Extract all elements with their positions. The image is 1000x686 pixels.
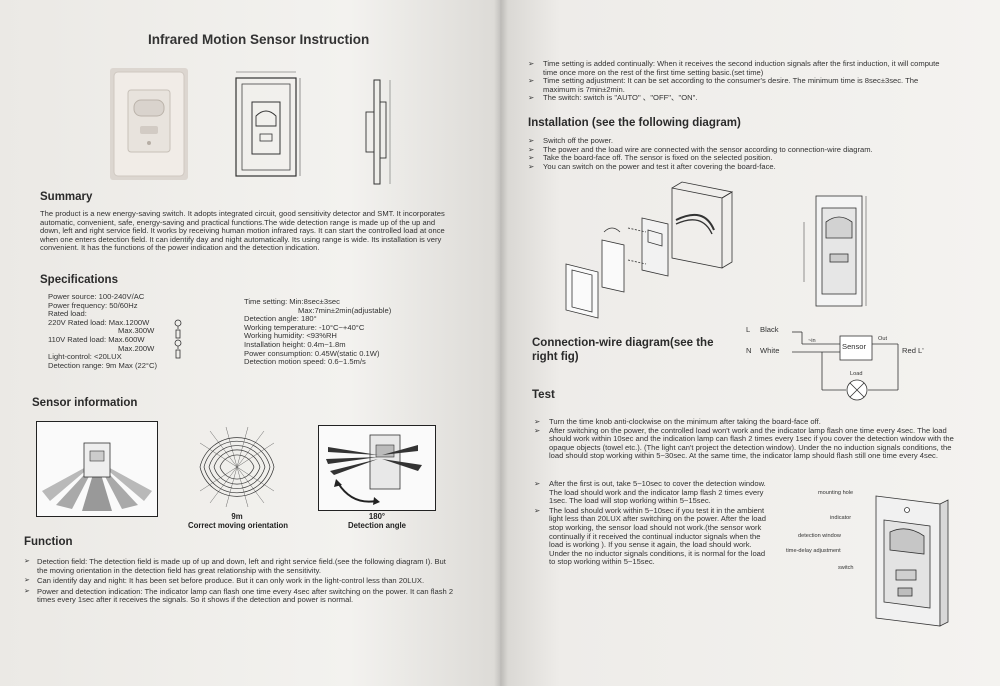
spec-working-humidity: Working humidity: <93%RH bbox=[244, 331, 337, 341]
time-setting-item: The switch: switch is "AUTO" 、"OFF"、"ON"… bbox=[528, 94, 942, 103]
installation-assembled-drawing bbox=[794, 192, 878, 318]
part-mounting-hole: mounting hole bbox=[818, 490, 854, 496]
label-red: Red bbox=[902, 346, 916, 355]
label-l-prime: L' bbox=[918, 346, 924, 355]
installation-item: The power and the load wire are connecte… bbox=[528, 145, 948, 155]
test-item: The load should work within 5~10sec if y… bbox=[534, 506, 770, 567]
installation-item: You can switch on the power and test it … bbox=[528, 162, 948, 172]
function-item: Detection field: The detection field is … bbox=[24, 557, 454, 575]
function-item: Power and detection indication: The indi… bbox=[24, 587, 454, 605]
function-list: Detection field: The detection field is … bbox=[24, 557, 454, 605]
page-fold bbox=[494, 0, 508, 686]
spec-power-consumption: Power consumption: 0.45W(static 0.1W) bbox=[244, 348, 380, 358]
function-item: Can identify day and night: It has been … bbox=[24, 577, 454, 586]
installation-item: Switch off the power. bbox=[528, 136, 948, 146]
detection-angle-diagram bbox=[318, 425, 436, 511]
spec-working-temperature: Working temperature: -10°C~+40°C bbox=[244, 322, 365, 332]
label-sensor: Sensor bbox=[842, 342, 867, 351]
summary-heading: Summary bbox=[40, 191, 93, 203]
product-photo bbox=[110, 68, 188, 180]
document-title: Infrared Motion Sensor Instruction bbox=[148, 32, 370, 47]
sensor-information-heading: Sensor information bbox=[32, 397, 138, 409]
time-setting-list: Time setting is added continually: When … bbox=[528, 59, 942, 103]
test-item: Turn the time knob anti-clockwise on the… bbox=[534, 417, 962, 427]
installation-item: Take the board-face off. The sensor is f… bbox=[528, 154, 948, 163]
detection-angle-caption-top: 180° bbox=[368, 512, 386, 521]
spec-rated-load: Rated load: bbox=[48, 309, 87, 319]
label-out: Out bbox=[878, 336, 888, 342]
label-black: Black bbox=[760, 325, 779, 334]
lamp-load-icon bbox=[846, 379, 868, 401]
label-in: ~in bbox=[808, 338, 816, 344]
spec-left-column: Power source: 100-240V/AC Power frequenc… bbox=[48, 292, 208, 370]
spec-time-setting: Time setting: Min:8sec±3sec bbox=[244, 297, 340, 306]
part-switch: switch bbox=[838, 565, 854, 571]
spec-110v-load-2: Max.200W bbox=[118, 343, 155, 353]
function-heading: Function bbox=[24, 536, 73, 548]
tube-icon bbox=[175, 329, 181, 339]
bulb-icon bbox=[174, 339, 182, 349]
time-setting-item: Time setting is added continually: When … bbox=[528, 59, 942, 77]
tube-icon bbox=[175, 349, 181, 359]
spec-motion-speed: Detection motion speed: 0.6~1.5m/s bbox=[244, 357, 366, 367]
connection-heading: Connection-wire diagram(see the right fi… bbox=[532, 337, 714, 363]
right-page: Time setting is added continually: When … bbox=[500, 0, 1000, 686]
spec-right-column: Time setting: Min:8sec±3sec Max:7min±2mi… bbox=[244, 297, 454, 367]
moving-orientation-diagram bbox=[196, 423, 278, 511]
spec-110v-load: 110V Rated load: Max.600W bbox=[48, 334, 145, 344]
front-view-drawing bbox=[232, 68, 304, 186]
test-item: After switching on the power, the contro… bbox=[534, 426, 962, 461]
test-list-narrow: After the first is out, take 5~10sec to … bbox=[534, 479, 770, 567]
spec-power-frequency: Power frequency: 50/60Hz bbox=[48, 300, 138, 310]
summary-text: The product is a new energy-saving switc… bbox=[40, 209, 445, 253]
spec-detection-angle: Detection angle: 180° bbox=[244, 314, 317, 324]
load-type-icons bbox=[173, 319, 183, 359]
orientation-caption: Correct moving orientation bbox=[187, 521, 289, 530]
detection-angle-caption: Detection angle bbox=[347, 521, 407, 530]
part-indicator: indicator bbox=[830, 515, 852, 521]
spec-220v-load-2: Max.300W bbox=[118, 326, 155, 336]
spec-light-control: Light-control: <20LUX bbox=[48, 352, 122, 362]
orientation-caption-top: 9m bbox=[231, 512, 243, 521]
installation-exploded-drawing bbox=[564, 180, 740, 320]
spec-220v-load: 220V Rated load: Max.1200W bbox=[48, 317, 150, 327]
installation-heading: Installation (see the following diagram) bbox=[528, 117, 741, 129]
part-time-delay-adjustment: time-delay adjustment bbox=[786, 548, 841, 554]
label-n: N bbox=[746, 346, 752, 355]
detection-field-diagram bbox=[36, 421, 158, 517]
time-setting-item: Time setting adjustment: It can be set a… bbox=[528, 76, 942, 94]
connection-wire-diagram: L Black N White ~in Sensor Out Red L' Lo… bbox=[742, 322, 924, 404]
spec-detection-range: Detection range: 9m Max (22°C) bbox=[48, 360, 157, 370]
installation-list: Switch off the power. The power and the … bbox=[528, 136, 948, 172]
side-view-drawing bbox=[360, 78, 396, 188]
test-item: After the first is out, take 5~10sec to … bbox=[534, 479, 770, 506]
sensor-parts-drawing bbox=[862, 490, 956, 634]
test-heading: Test bbox=[532, 389, 555, 401]
spec-installation-height: Installation height: 0.4m~1.8m bbox=[244, 339, 346, 349]
label-load: Load bbox=[850, 371, 863, 377]
test-list: Turn the time knob anti-clockwise on the… bbox=[534, 417, 962, 461]
bulb-icon bbox=[174, 319, 182, 329]
spec-power-source: Power source: 100-240V/AC bbox=[48, 292, 145, 301]
part-detection-window: detection window bbox=[798, 533, 841, 539]
spec-time-setting-max: Max:7min±2min(adjustable) bbox=[298, 305, 392, 315]
label-l: L bbox=[746, 325, 751, 334]
label-white: White bbox=[760, 346, 780, 355]
specifications-heading: Specifications bbox=[40, 274, 118, 286]
left-page: Infrared Motion Sensor Instruction bbox=[0, 0, 500, 686]
